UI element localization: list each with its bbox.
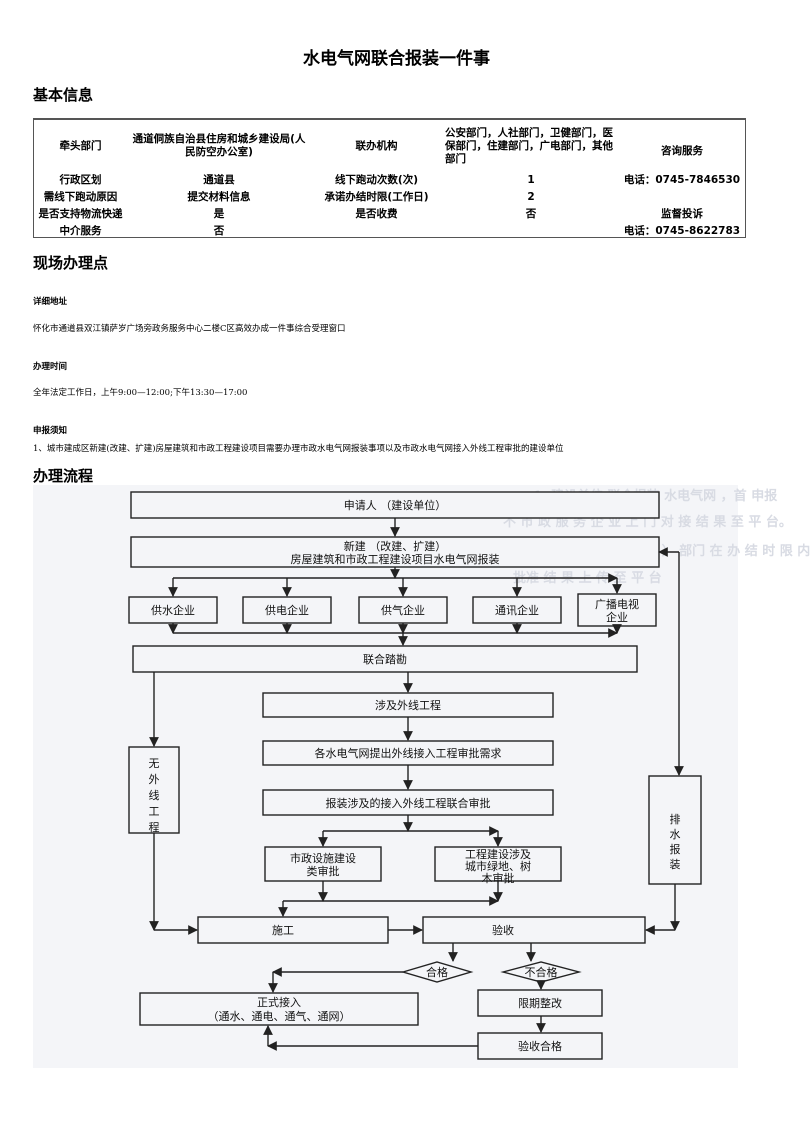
utility-broadcast-box	[577, 593, 657, 627]
formal-access-label-1: 正式接入	[257, 996, 301, 1009]
address-label: 详细地址	[33, 297, 68, 307]
acceptance-box	[422, 916, 646, 944]
table-cell: 提交材料信息	[187, 191, 251, 203]
green-label-3: 木审批	[482, 871, 515, 885]
table-cell: 电话：0745-8622783	[623, 225, 741, 237]
pass-diamond	[400, 961, 474, 983]
table-cell: 通道侗族自治县住房和城乡建设局(人民防空办公室)	[132, 133, 306, 158]
joint-survey-label: 联合踏勘	[363, 652, 407, 666]
notice-label: 申报须知	[33, 426, 68, 436]
no-external-box	[128, 746, 180, 834]
no-external-label: 无外线工程	[149, 757, 160, 834]
project-label-2: 房屋建筑和市政工程建设项目水电气网报装	[291, 552, 500, 566]
section-onsite: 现场办理点	[33, 254, 109, 272]
hours-label: 办理时间	[33, 362, 68, 372]
rectify-label: 限期整改	[518, 996, 562, 1010]
drainage-label: 排水报装	[670, 812, 681, 871]
broadcast-label-1: 广播电视	[595, 597, 639, 611]
acceptance-label: 验收	[492, 923, 514, 937]
table-cell: 监督投诉	[661, 208, 703, 220]
utility-power-box	[242, 596, 332, 624]
section-basic-info: 基本信息	[33, 86, 94, 104]
fail-label: 不合格	[525, 965, 558, 979]
project-label-1: 新建 （改建、扩建）	[344, 539, 447, 553]
table-cell	[619, 189, 745, 206]
flowchart-image: 1. 建设单位 联合报装 水电气网 ，首 申报 不 市 政 服 务 企 业 上 …	[33, 485, 810, 1068]
pass-label: 合格	[426, 965, 448, 979]
utility-power-label: 供电企业	[265, 603, 309, 617]
accept-pass-box	[477, 1032, 603, 1060]
drainage-box	[648, 775, 702, 885]
applicant-label: 申请人 （建设单位）	[344, 498, 447, 512]
basic-info-table: 牵头部门 通道侗族自治县住房和城乡建设局(人民防空办公室) 联办机构 公安部门，…	[33, 119, 745, 240]
formal-access-label-2: （通水、通电、通气、通网）	[208, 1009, 351, 1023]
table-cell: 联办机构	[355, 139, 398, 152]
table-row: 牵头部门 通道侗族自治县住房和城乡建设局(人民防空办公室) 联办机构 公安部门，…	[33, 119, 745, 173]
submit-needs-box	[262, 740, 554, 766]
joint-survey-box	[132, 645, 638, 673]
table-row: 行政区划 通道县 线下跑动次数(次) 1 电话：0745-7846530	[33, 172, 745, 189]
hours-text: 全年法定工作日，上午9:00—12:00;下午13:30—17:00	[33, 388, 248, 398]
section-process: 办理流程	[33, 467, 94, 485]
ghost-text: 不 市 政 服 务 企 业 上 门 对 接 结 果 至 平 台。	[503, 515, 792, 530]
connectors	[149, 518, 684, 1051]
table-row: 需线下跑动原因 提交材料信息 承诺办结时限(工作日) 2	[33, 189, 745, 206]
utility-gas-label: 供气企业	[381, 603, 425, 617]
table-row: 是否支持物流快递 是 是否收费 否 监督投诉	[33, 206, 745, 223]
table-cell: 行政区划	[59, 174, 102, 186]
table-cell: 通道县	[203, 174, 235, 186]
table-cell: 1	[527, 174, 535, 186]
joint-approval-box	[262, 789, 554, 816]
table-cell: 电话：0745-7846530	[623, 174, 741, 186]
submit-needs-label: 各水电气网提出外线接入工程审批需求	[315, 746, 502, 760]
formal-access-box	[139, 992, 419, 1026]
construction-label: 施工	[272, 924, 294, 937]
table-cell: 线下跑动次数(次)	[334, 174, 419, 186]
table-row: 中介服务 否 电话：0745-8622783	[33, 223, 745, 240]
utility-telecom-label: 通讯企业	[495, 603, 539, 617]
table-cell	[443, 223, 619, 240]
table-cell: 咨询服务	[661, 144, 703, 157]
municipal-label-2: 类审批	[307, 864, 340, 878]
table-cell: 否	[213, 225, 225, 237]
utility-water-box	[128, 596, 218, 624]
table-cell: 否	[525, 208, 537, 220]
external-works-label: 涉及外线工程	[375, 698, 441, 712]
broadcast-label-2: 企业	[606, 610, 628, 624]
fail-diamond	[500, 961, 582, 983]
applicant-box	[130, 491, 660, 519]
municipal-label-1: 市政设施建设	[290, 851, 356, 865]
table-cell: 牵头部门	[59, 139, 102, 152]
joint-approval-label: 报装涉及的接入外线工程联合审批	[326, 796, 491, 810]
table-cell: 是否支持物流快递	[38, 208, 123, 220]
table-cell: 需线下跑动原因	[43, 191, 118, 203]
utility-telecom-box	[472, 596, 562, 624]
table-cell: 是	[213, 208, 225, 220]
rectify-box	[477, 989, 603, 1017]
table-cell: 公安部门，人社部门，卫健部门，医保部门，住建部门，广电部门，其他部门	[445, 126, 613, 165]
green-label-2: 城市绿地、树	[465, 859, 531, 873]
flowchart: 申请人 （建设单位） 新建 （改建、扩建） 房屋建筑和市政工程建设项目水电气网报…	[128, 491, 702, 1060]
utility-water-label: 供水企业	[151, 603, 195, 617]
address-text: 怀化市通道县双江镇萨岁广场旁政务服务中心二楼C区高效办成一件事综合受理窗口	[33, 324, 346, 334]
table-cell	[310, 223, 443, 240]
accept-pass-label: 验收合格	[518, 1039, 562, 1053]
table-cell: 中介服务	[59, 225, 102, 237]
table-cell: 2	[527, 191, 535, 203]
green-label-1: 工程建设涉及	[465, 847, 531, 861]
construction-box	[197, 916, 389, 944]
table-cell: 承诺办结时限(工作日)	[324, 191, 429, 203]
page-title: 水电气网联合报装一件事	[303, 49, 490, 69]
table-cell: 是否收费	[355, 208, 398, 220]
basic-info-frame	[33, 118, 746, 238]
notice-text: 1、城市建成区新建(改建、扩建)房屋建筑和市政工程建设项目需要办理市政水电气网报…	[33, 444, 564, 454]
